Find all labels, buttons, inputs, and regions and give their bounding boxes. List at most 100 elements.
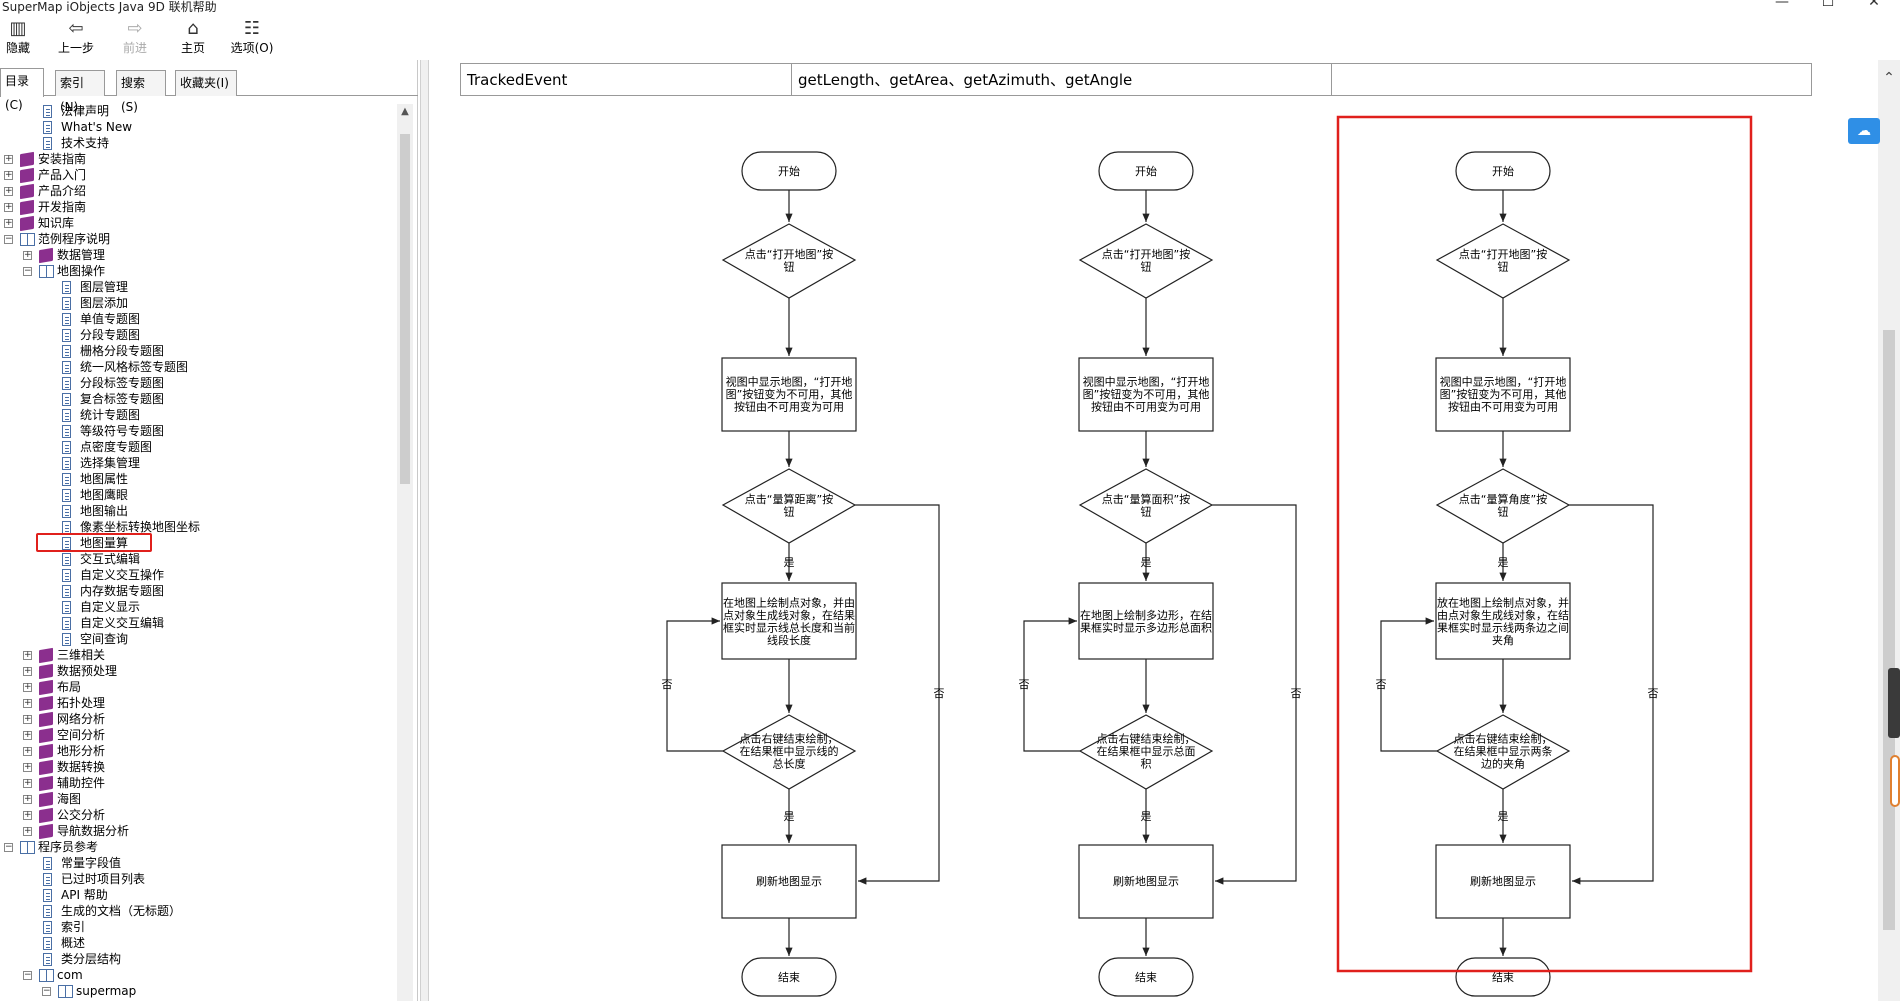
tree-item[interactable]: +网络分析	[0, 711, 395, 728]
tree-item[interactable]: +三维相关	[0, 647, 395, 664]
tree-item[interactable]: −com	[0, 968, 395, 984]
tab-contents[interactable]: 目录(C)	[0, 68, 44, 112]
tree-item[interactable]: API 帮助	[0, 888, 395, 904]
expand-icon[interactable]: +	[23, 714, 32, 724]
expand-icon[interactable]: +	[23, 746, 32, 756]
tree-item[interactable]: +开发指南	[0, 199, 395, 216]
tree-item[interactable]: 法律声明	[0, 104, 395, 120]
expand-icon[interactable]: +	[23, 666, 32, 676]
expand-icon[interactable]: +	[4, 154, 13, 164]
collapse-icon[interactable]: −	[23, 970, 32, 980]
expand-icon[interactable]: +	[23, 650, 32, 660]
forward-button[interactable]: ⇨ 前进	[105, 18, 165, 58]
tab-search[interactable]: 搜索(S)	[116, 70, 166, 114]
tree-item[interactable]: +地形分析	[0, 743, 395, 760]
tab-favorites[interactable]: 收藏夹(I)	[175, 70, 237, 96]
tree-item[interactable]: +知识库	[0, 215, 395, 232]
hide-button[interactable]: ▥ 隐藏	[0, 18, 48, 58]
tree-item[interactable]: +布局	[0, 679, 395, 696]
collapse-icon[interactable]: −	[23, 266, 32, 276]
tree-item[interactable]: 地图输出	[0, 504, 395, 520]
expand-icon[interactable]: +	[23, 250, 32, 260]
tree-item[interactable]: 地图鹰眼	[0, 488, 395, 504]
tree-item[interactable]: +产品介绍	[0, 183, 395, 200]
options-button[interactable]: ☷ 选项(O)	[222, 18, 282, 58]
pane-splitter[interactable]	[420, 60, 429, 1001]
expand-icon[interactable]: +	[4, 186, 13, 196]
tree-item[interactable]: −地图操作	[0, 264, 395, 280]
tree-item[interactable]: 分段专题图	[0, 328, 395, 344]
tree-item[interactable]: 分段标签专题图	[0, 376, 395, 392]
side-widget-outline[interactable]	[1890, 755, 1900, 807]
tree-item[interactable]: 统一风格标签专题图	[0, 360, 395, 376]
tree-item[interactable]: +导航数据分析	[0, 823, 395, 840]
collapse-icon[interactable]: −	[4, 234, 13, 244]
tree-item[interactable]: −supermap	[0, 984, 395, 1000]
expand-icon[interactable]: +	[23, 826, 32, 836]
tree-item[interactable]: 索引	[0, 920, 395, 936]
expand-icon[interactable]: +	[4, 202, 13, 212]
nav-scrollbar-thumb[interactable]	[400, 134, 410, 484]
tree-item[interactable]: −程序员参考	[0, 840, 395, 856]
content-scrollbar-thumb[interactable]	[1883, 330, 1895, 930]
scroll-up-icon[interactable]: ▲	[401, 106, 409, 117]
expand-icon[interactable]: +	[23, 698, 32, 708]
expand-icon[interactable]: +	[23, 794, 32, 804]
tree-item[interactable]: 概述	[0, 936, 395, 952]
expand-icon[interactable]: +	[23, 730, 32, 740]
expand-icon[interactable]: +	[23, 778, 32, 788]
expand-icon[interactable]: +	[4, 218, 13, 228]
tree-item[interactable]: 图层管理	[0, 280, 395, 296]
tree-item[interactable]: 栅格分段专题图	[0, 344, 395, 360]
cloud-icon[interactable]: ☁	[1848, 118, 1880, 144]
tree-item[interactable]: 图层添加	[0, 296, 395, 312]
tree-item[interactable]: +公交分析	[0, 807, 395, 824]
tree-item[interactable]: +拓扑处理	[0, 695, 395, 712]
expand-icon[interactable]: +	[23, 682, 32, 692]
expand-icon[interactable]: +	[23, 810, 32, 820]
tree-item[interactable]: 自定义交互操作	[0, 568, 395, 584]
close-button[interactable]: ✕	[1868, 0, 1880, 10]
tree-item[interactable]: +产品入门	[0, 167, 395, 184]
tree-item[interactable]: 自定义交互编辑	[0, 616, 395, 632]
tree-item[interactable]: 交互式编辑	[0, 552, 395, 568]
tree-item[interactable]: 单值专题图	[0, 312, 395, 328]
tree-item[interactable]: +海图	[0, 791, 395, 808]
tree-item[interactable]: 地图属性	[0, 472, 395, 488]
tree-item[interactable]: 点密度专题图	[0, 440, 395, 456]
tree-item[interactable]: +数据预处理	[0, 663, 395, 680]
tree-item[interactable]: 内存数据专题图	[0, 584, 395, 600]
collapse-icon[interactable]: −	[42, 986, 51, 996]
tree-item[interactable]: What's New	[0, 120, 395, 136]
tree-item[interactable]: −范例程序说明	[0, 232, 395, 248]
nav-scrollbar[interactable]: ▲	[397, 104, 413, 1001]
tree-item[interactable]: 自定义显示	[0, 600, 395, 616]
tree-item[interactable]: 类分层结构	[0, 952, 395, 968]
tree-item[interactable]: 统计专题图	[0, 408, 395, 424]
tree-item[interactable]: 常量字段值	[0, 856, 395, 872]
tree-item[interactable]: 复合标签专题图	[0, 392, 395, 408]
content-scrollbar[interactable]: ⌃	[1878, 60, 1900, 1001]
tree-item[interactable]: +数据转换	[0, 759, 395, 776]
tree-item[interactable]: +辅助控件	[0, 775, 395, 792]
tree-item[interactable]: +空间分析	[0, 727, 395, 744]
back-button[interactable]: ⇦ 上一步	[46, 18, 106, 58]
tree-item[interactable]: 生成的文档（无标题）	[0, 904, 395, 920]
expand-icon[interactable]: +	[23, 762, 32, 772]
tree-item[interactable]: 空间查询	[0, 632, 395, 648]
minimize-button[interactable]: —	[1775, 0, 1789, 10]
chevron-up-icon[interactable]: ⌃	[1883, 70, 1895, 86]
tab-index[interactable]: 索引(N)	[55, 70, 105, 114]
tree-item[interactable]: +安装指南	[0, 151, 395, 168]
tree-item[interactable]: 已过时项目列表	[0, 872, 395, 888]
collapse-icon[interactable]: −	[4, 842, 13, 852]
maximize-button[interactable]: ☐	[1821, 0, 1835, 10]
tree-item[interactable]: 地图量算	[0, 533, 395, 552]
expand-icon[interactable]: +	[4, 170, 13, 180]
tree-item[interactable]: 等级符号专题图	[0, 424, 395, 440]
tree-item[interactable]: 选择集管理	[0, 456, 395, 472]
tree-item[interactable]: +数据管理	[0, 247, 395, 264]
side-widget[interactable]	[1888, 668, 1900, 738]
home-button[interactable]: ⌂ 主页	[163, 18, 223, 58]
tree-item[interactable]: 技术支持	[0, 136, 395, 152]
